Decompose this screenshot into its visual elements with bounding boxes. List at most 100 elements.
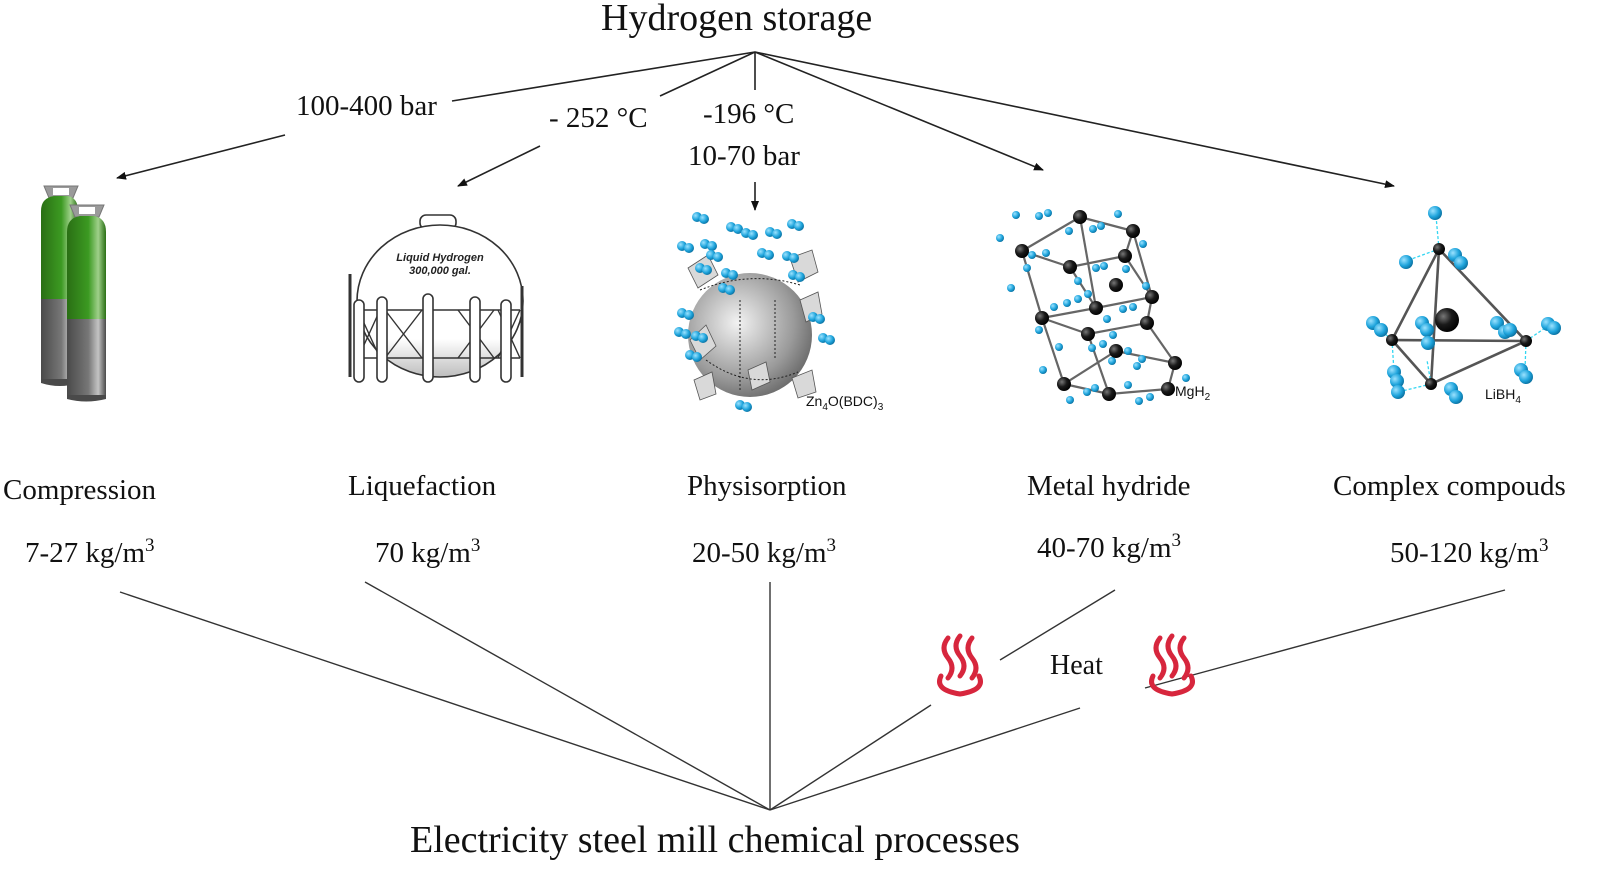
magnesium-atom [1015,244,1029,258]
magnesium-atom [1161,382,1175,396]
hydrogen-atom [795,272,805,282]
tank-text-line2: 300,000 gal. [409,265,471,277]
density-compression: 7-27 kg/m3 [25,535,155,569]
hydrogen-atom [728,270,738,280]
hydrogen-atom [692,352,702,362]
line-from-complex-b [769,707,1081,811]
bond [1095,295,1153,310]
hydrogen-atom [1129,303,1137,311]
condition-compression-pressure: 100-400 bar [296,90,437,122]
bond [1146,322,1176,364]
hydrogen-atom [1138,355,1146,363]
hydrogen-atom [996,234,1004,242]
sink-label: Electricity steel mill chemical processe… [410,819,1020,861]
hydrogen-atom [1088,344,1096,352]
magnesium-atom [1168,356,1182,370]
hydrogen-atom [1124,381,1132,389]
magnesium-atom [1073,210,1087,224]
method-liquefaction: Liquefaction [348,470,497,502]
libh4-formula-label: LiBH4 [1485,386,1521,406]
hydrogen-atom [1066,396,1074,404]
bond [1087,321,1148,336]
bottom-connectors [119,581,1506,811]
magnesium-atom [1109,278,1123,292]
heat-icon-right [1149,633,1195,697]
magnesium-atom [1140,316,1154,330]
hydrogen-atom [1503,323,1517,337]
hydrogen-atom [742,402,752,412]
hydrogen-atom [1074,295,1082,303]
method-physisorption: Physisorption [687,470,847,502]
hydrogen-atom [1100,262,1108,270]
line-to-compression-upper [451,51,756,102]
heat-icon-left [937,633,983,697]
bond [1063,350,1117,385]
bond [1079,215,1134,233]
hydrogen-atom [1063,299,1071,307]
line-to-metal-hydride-arrow [754,51,1044,171]
bond [1069,266,1097,309]
magnesium-atom [1063,260,1077,274]
line-from-liquefaction [364,581,771,811]
hydrogen-atom [1133,362,1141,370]
bond [1078,216,1098,309]
hydrogen-atom [1519,370,1533,384]
hydrogen-atom [1122,265,1130,273]
hydrogen-atom [1083,388,1091,396]
hydrogen-atom [1084,290,1092,298]
hydrogen-atom [684,243,694,253]
line-from-complex-a [1144,589,1506,689]
hydrogen-atom [1182,374,1190,382]
hydrogen-atom [815,314,825,324]
hydrogen-atom [1109,331,1117,339]
hydrogen-atom [1421,336,1435,350]
heat-label: Heat [1050,650,1103,681]
hydrogen-atom [748,230,758,240]
magnesium-atom [1089,301,1103,315]
hydrogen-atom [1099,340,1107,348]
libh4-tetrahedron-image [1366,206,1561,404]
hydrogen-atom [733,224,743,234]
hydrogen-atom [1119,305,1127,313]
hydrogen-atom [1103,315,1111,323]
bond [1108,387,1169,396]
hydrogen-atom [713,252,723,262]
bond [1040,317,1066,385]
liquid-hydrogen-tank-image [348,214,524,383]
tank-text-line1: Liquid Hydrogen [396,252,484,264]
magnesium-atom [1126,224,1140,238]
hydrogen-atom [794,221,804,231]
hydrogen-atom [698,333,708,343]
mgh2-lattice-image [996,209,1190,405]
bond [1086,333,1111,395]
hydrogen-atom [1028,251,1036,259]
hydrogen-atom [764,250,774,260]
hydrogen-atom [1391,385,1405,399]
hydrogen-atom [1124,347,1132,355]
hydrogen-atom [1142,282,1150,290]
magnesium-atom [1145,290,1159,304]
method-compression: Compression [3,474,157,506]
hydrogen-atom [1092,264,1100,272]
hydrogen-atom [789,253,799,263]
magnesium-atom [1118,249,1132,263]
hydrogen-atom [1390,374,1404,388]
line-from-metal-hydride-b [769,704,932,811]
hydrogen-atom [1547,321,1561,335]
hydrogen-atom [1146,393,1154,401]
hydrogen-atom [702,265,712,275]
hydrogen-atom [684,310,694,320]
bond [1041,316,1089,336]
mof-structure-image [674,212,835,412]
hydrogen-atom [1012,211,1020,219]
line-from-metal-hydride-a [999,589,1116,661]
magnesium-atom [1109,344,1123,358]
tank-text: Liquid Hydrogen 300,000 gal. [365,252,515,278]
hydrogen-atom [1139,240,1147,248]
bond [1124,255,1153,298]
hydrogen-atom [725,285,735,295]
hydrogen-atom [1449,390,1463,404]
magnesium-atom [1057,377,1071,391]
hydrogen-atom [1007,284,1015,292]
